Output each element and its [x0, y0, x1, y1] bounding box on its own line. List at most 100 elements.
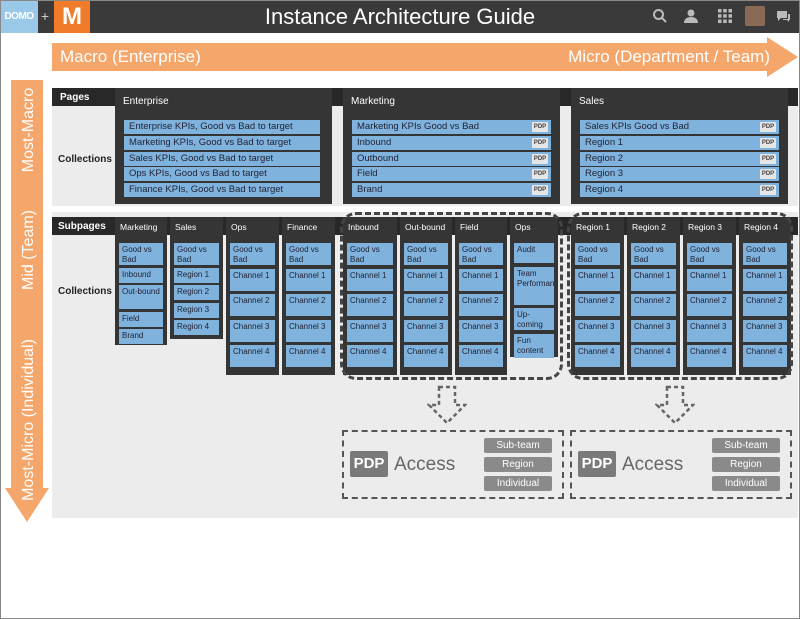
- subpage-collection-item[interactable]: Channel 2: [347, 294, 393, 316]
- chat-icon[interactable]: [775, 8, 791, 24]
- subpage-collection-item[interactable]: Channel 1: [575, 268, 620, 291]
- subpage-collection-item[interactable]: Channel 1: [230, 268, 275, 291]
- subpage-collection-item[interactable]: Channel 3: [631, 319, 676, 342]
- subpage-collection-item[interactable]: Team Performance: [514, 266, 554, 305]
- subpage-collection-item[interactable]: Channel 1: [631, 268, 676, 291]
- subpage-collection-item[interactable]: Channel 3: [687, 319, 732, 342]
- subpage-collection-item[interactable]: Good vs Bad: [631, 243, 676, 265]
- subpage-collection-item[interactable]: Fun content: [514, 333, 554, 358]
- subpage-collection-item[interactable]: Channel 2: [687, 294, 732, 316]
- page-collection-item[interactable]: Enterprise KPIs, Good vs Bad to target: [124, 120, 320, 134]
- marketing-subpages-group: [340, 212, 563, 380]
- subpage-collection-item[interactable]: Channel 3: [404, 319, 448, 342]
- user-icon[interactable]: [683, 8, 699, 24]
- subpage-collection-item[interactable]: Good vs Bad: [575, 243, 620, 265]
- subpage-collection-item[interactable]: Up-coming: [514, 308, 554, 330]
- subpage-collection-item[interactable]: Good vs Bad: [230, 243, 275, 265]
- m-app-logo[interactable]: M: [54, 0, 90, 33]
- access-level-region[interactable]: Region: [484, 457, 552, 472]
- subpage-collection-item[interactable]: Channel 2: [575, 294, 620, 316]
- subpage-collection-item[interactable]: Channel 1: [347, 268, 393, 291]
- subpage-title: Sales: [175, 222, 197, 232]
- subpage-collection-item[interactable]: Channel 2: [459, 294, 503, 316]
- subpage-collection-item[interactable]: Inbound: [119, 267, 163, 283]
- subpage-collection-item[interactable]: Channel 4: [230, 345, 275, 367]
- grid-apps-icon[interactable]: [717, 8, 733, 24]
- subpage-collection-item[interactable]: Channel 2: [286, 294, 331, 316]
- subpage-collection-item[interactable]: Good vs Bad: [459, 243, 503, 265]
- subpage-collection-item[interactable]: Region 3: [174, 302, 219, 318]
- page-collection-item[interactable]: Finance KPIs, Good vs Bad to target: [124, 183, 320, 198]
- subpage-collection-item[interactable]: Channel 4: [743, 345, 787, 367]
- subpage-collection-item[interactable]: Good vs Bad: [174, 243, 219, 265]
- subpage-collection-item[interactable]: Channel 2: [230, 294, 275, 316]
- subpage-collection-item[interactable]: Channel 4: [459, 345, 503, 367]
- subpage-collection-item[interactable]: Channel 4: [347, 345, 393, 367]
- subpage-collection-item[interactable]: Field: [119, 311, 163, 327]
- avatar[interactable]: [745, 6, 765, 26]
- subpage-collection-item[interactable]: Channel 1: [459, 268, 503, 291]
- subpage-collection-item[interactable]: Channel 4: [286, 345, 331, 367]
- page-collection-item[interactable]: Ops KPIs, Good vs Bad to target: [124, 167, 320, 182]
- subpage-collection-item[interactable]: Out-bound: [119, 285, 163, 309]
- down-arrow-sales: [655, 385, 695, 425]
- subpage-collection-item[interactable]: Channel 2: [631, 294, 676, 316]
- domo-logo[interactable]: DOMO: [0, 0, 38, 33]
- subpage-title: Field: [460, 222, 479, 232]
- subpage-collection-item[interactable]: Channel 4: [631, 345, 676, 367]
- access-level-region[interactable]: Region: [712, 457, 780, 472]
- subpage-collection-item[interactable]: Channel 3: [743, 319, 787, 342]
- subpage-collection-item[interactable]: Good vs Bad: [347, 243, 393, 265]
- search-icon[interactable]: [652, 8, 668, 24]
- subpage-collection-item[interactable]: Channel 2: [743, 294, 787, 316]
- access-level-sub-team[interactable]: Sub-team: [484, 438, 552, 453]
- subpage-collection-item[interactable]: Channel 4: [404, 345, 448, 367]
- collection-label: Brand: [357, 184, 383, 196]
- subpage-collection-item[interactable]: Good vs Bad: [743, 243, 787, 265]
- subpage-collection-item[interactable]: Channel 3: [230, 319, 275, 342]
- access-level-individual[interactable]: Individual: [712, 476, 780, 491]
- subpage-collection-item[interactable]: Channel 3: [286, 319, 331, 342]
- subpage-collection-item[interactable]: Channel 3: [347, 319, 393, 342]
- collection-label: Finance KPIs, Good vs Bad to target: [129, 184, 284, 196]
- subpage-collection-item[interactable]: Channel 4: [687, 345, 732, 367]
- collection-label: Inbound: [357, 136, 392, 148]
- subpage-collection-item[interactable]: Channel 1: [286, 268, 331, 291]
- subpage-collection-item[interactable]: Brand: [119, 329, 163, 344]
- subpage-collection-item[interactable]: Channel 2: [404, 294, 448, 316]
- page-title-0: Enterprise: [123, 96, 169, 107]
- subpage-collection-item[interactable]: Region 2: [174, 285, 219, 300]
- subpage-collection-item[interactable]: Audit: [514, 243, 554, 263]
- page-collection-item[interactable]: Sales KPIs, Good vs Bad to target: [124, 151, 320, 166]
- subpage-collection-item[interactable]: Region 4: [174, 320, 219, 335]
- subpage-collection-item[interactable]: Channel 1: [687, 268, 732, 291]
- collection-label: Region 3: [585, 168, 624, 180]
- subpage-collection-item[interactable]: Channel 3: [459, 319, 503, 342]
- plus-icon[interactable]: +: [40, 8, 50, 24]
- collection-label: Outbound: [357, 152, 399, 164]
- subpage-collection-item[interactable]: Good vs Bad: [687, 243, 732, 265]
- subpage-collection-item[interactable]: Channel 1: [743, 268, 787, 291]
- pdp-badge: PDP: [532, 122, 548, 132]
- access-level-individual[interactable]: Individual: [484, 476, 552, 491]
- subpage-collection-item[interactable]: Good vs Bad: [119, 243, 163, 265]
- subpage-collection-item[interactable]: Channel 3: [575, 319, 620, 342]
- subpage-collection-item[interactable]: Channel 4: [575, 345, 620, 367]
- access-level-sub-team[interactable]: Sub-team: [712, 438, 780, 453]
- subpage-collection-item[interactable]: Channel 1: [404, 268, 448, 291]
- collection-label: Region 4: [585, 184, 624, 196]
- page-collection-item[interactable]: Marketing KPIs, Good vs Bad to target: [124, 135, 320, 150]
- subpage-collection-item[interactable]: Region 1: [174, 267, 219, 283]
- subpage-collection-item[interactable]: Good vs Bad: [404, 243, 448, 265]
- subpage-collection-item[interactable]: Good vs Bad: [286, 243, 331, 265]
